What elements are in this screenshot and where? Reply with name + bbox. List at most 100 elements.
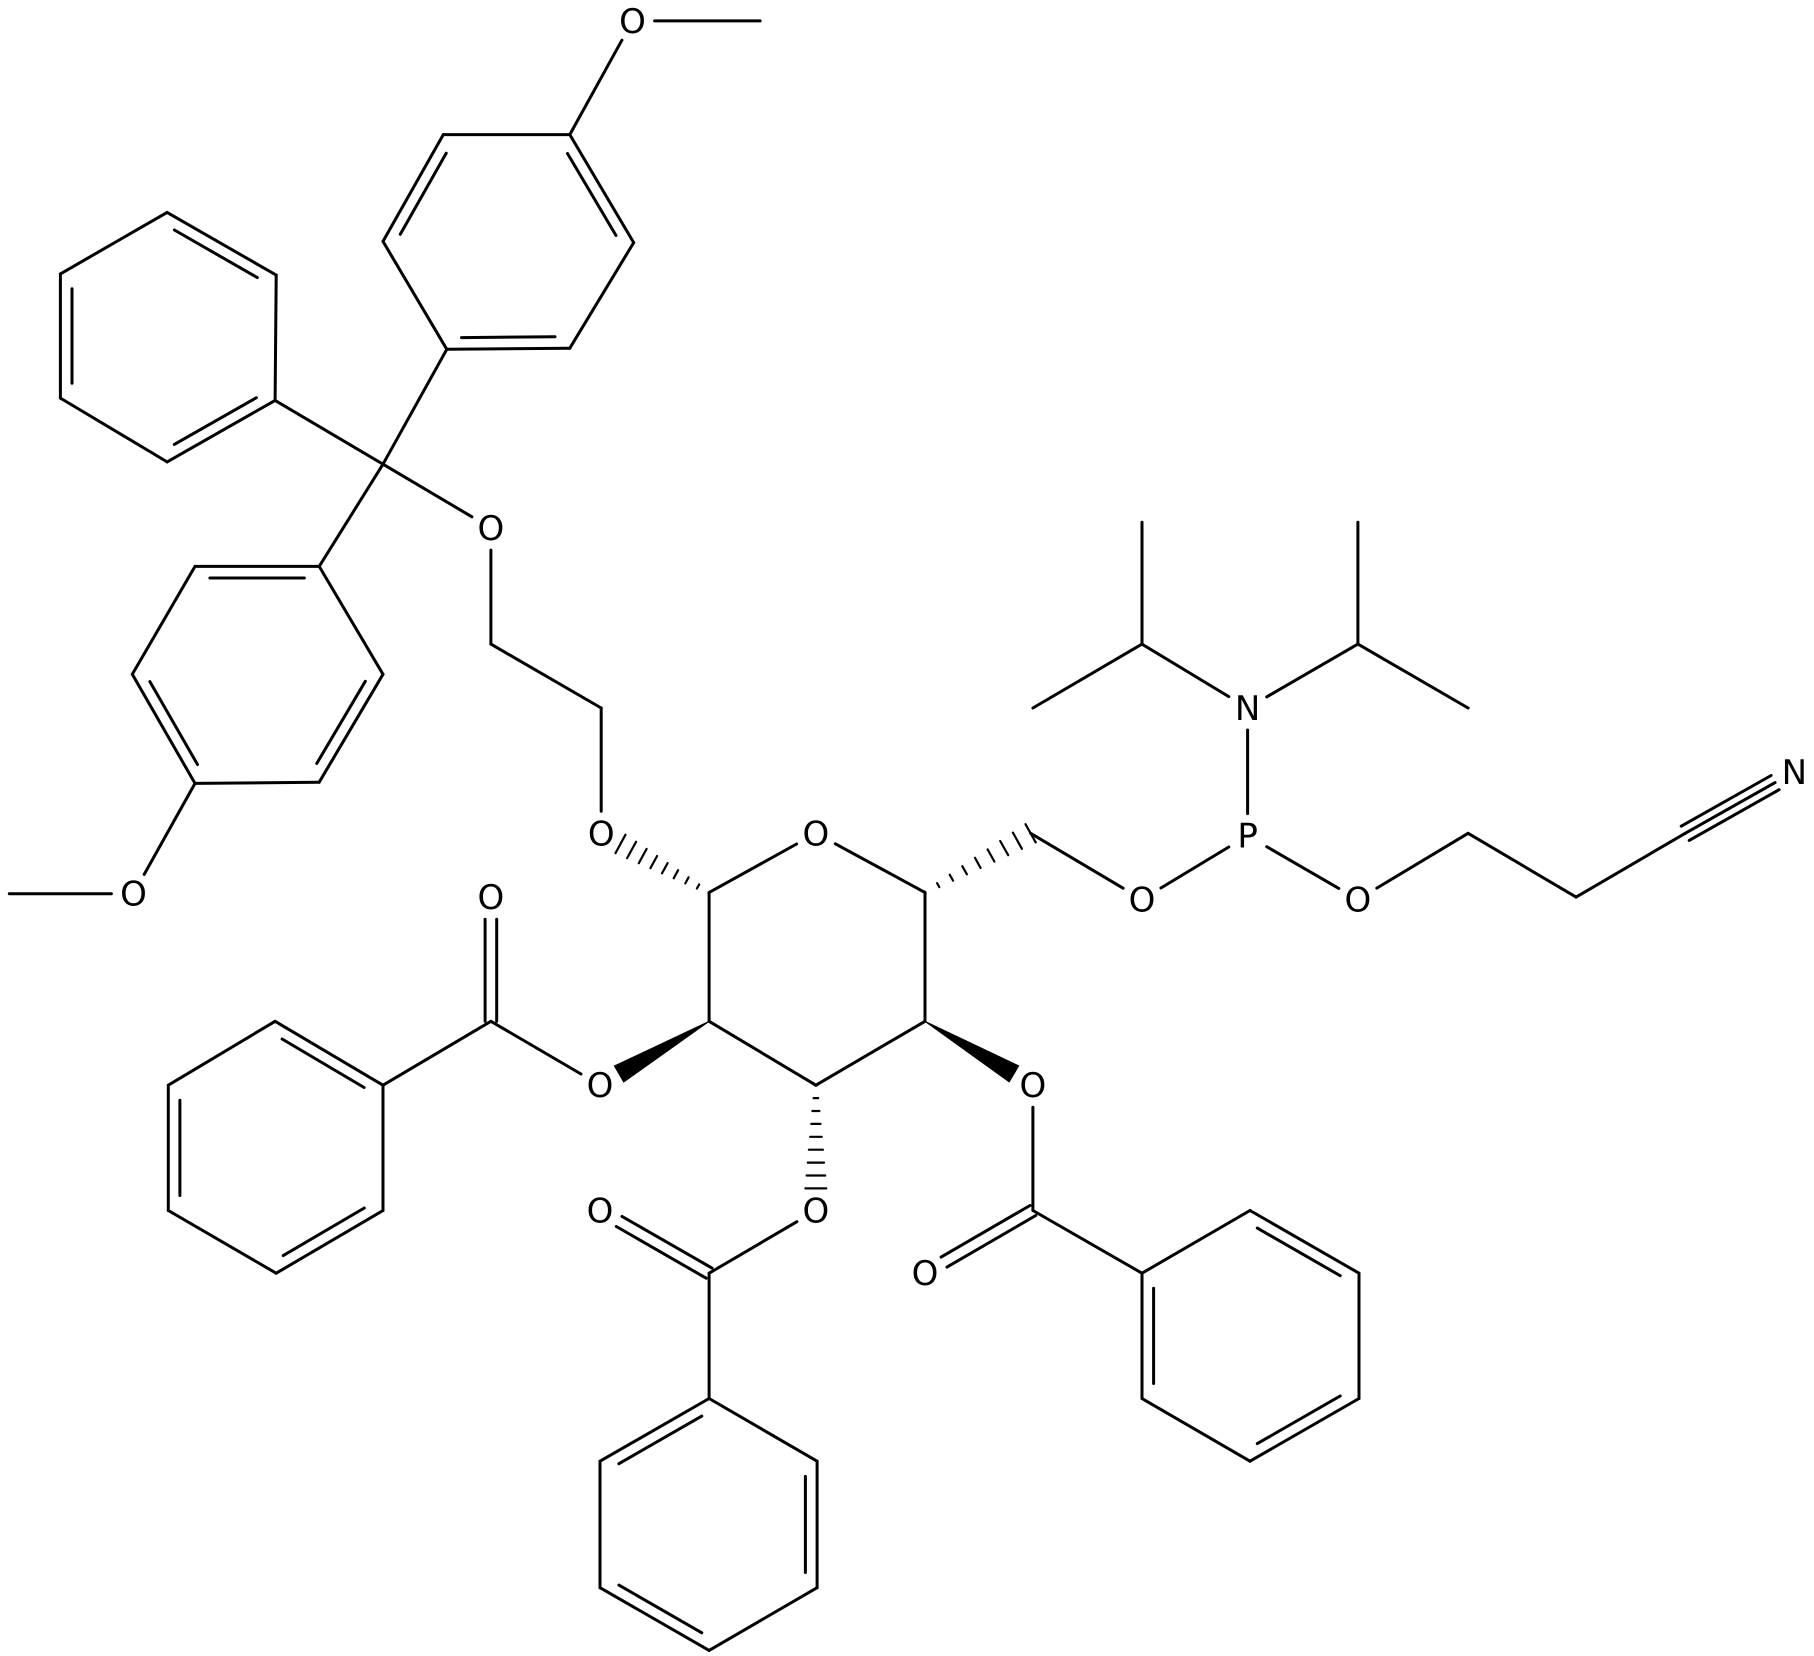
double-bond	[1248, 1209, 1361, 1275]
hashed-bond	[649, 854, 659, 870]
single-bond	[58, 396, 169, 464]
single-bond	[707, 1397, 819, 1463]
single-bond	[273, 398, 385, 466]
hashed-bond	[695, 883, 701, 890]
double-bond-inner	[280, 1037, 366, 1089]
carbonyl-bond	[945, 1214, 1038, 1269]
atom-label-o-bz2-carbonyl: O	[478, 878, 505, 918]
single-bond	[166, 1209, 278, 1275]
wedge-bond	[613, 1020, 710, 1083]
single-bond	[1140, 1209, 1252, 1275]
single-bond	[707, 1586, 819, 1652]
double-bond	[130, 672, 197, 785]
triple-bond	[1683, 781, 1777, 835]
single-bond	[1375, 831, 1470, 890]
double-bond	[568, 133, 636, 245]
double-bond	[598, 1586, 711, 1652]
single-bond	[142, 781, 197, 876]
single-bond	[381, 239, 449, 351]
atom-label-o-meo-bottom: O	[120, 875, 147, 915]
bond-layer	[7, 19, 1781, 1652]
atom-label-o-ring: O	[803, 814, 830, 854]
single-bond	[1356, 642, 1470, 710]
atom-label-o-bz3: O	[803, 1192, 830, 1232]
atom-label-o-c6: O	[1129, 881, 1156, 921]
hashed-bond	[999, 839, 1010, 857]
hashed-bond	[684, 876, 690, 885]
single-bond	[193, 780, 321, 785]
single-bond	[317, 462, 385, 568]
double-bond	[598, 1397, 711, 1463]
atom-label-o-bz4: O	[1020, 1066, 1047, 1106]
double-bond-inner	[1255, 1394, 1342, 1446]
single-bond	[489, 1019, 583, 1076]
double-bond-inner	[566, 152, 618, 237]
double-bond-inner	[281, 1206, 366, 1258]
hashed-bond	[625, 840, 638, 860]
double-bond	[445, 346, 572, 351]
double-bond	[274, 1209, 385, 1275]
single-bond	[58, 210, 169, 276]
single-bond	[568, 241, 636, 350]
double-bond	[1248, 1397, 1361, 1463]
hashed-bond	[986, 848, 996, 863]
double-bond-inner	[460, 335, 557, 340]
single-bond	[381, 347, 449, 466]
double-bond-inner	[1255, 1226, 1342, 1278]
carbonyl-bond	[939, 1204, 1032, 1259]
double-bond	[165, 210, 278, 277]
double-bond	[381, 133, 445, 243]
hashed-bond	[637, 847, 648, 865]
double-bond-inner	[617, 1414, 704, 1466]
double-bond-inner	[148, 680, 199, 766]
single-bond	[489, 642, 603, 710]
atom-label-o-bz3-carbonyl: O	[587, 1192, 614, 1232]
hashed-bond	[973, 856, 982, 870]
single-bond	[1031, 1209, 1144, 1275]
hashed-bond	[660, 861, 669, 875]
atom-label-n-amine: N	[1235, 689, 1260, 729]
single-bond	[381, 462, 474, 519]
hashed-bond	[1011, 831, 1024, 850]
atom-label-o-meo-top: O	[619, 2, 646, 42]
single-bond	[1265, 642, 1360, 699]
wedge-bond	[924, 1020, 1020, 1083]
hashed-bond	[948, 873, 955, 882]
atom-label-p-phosphorus: P	[1237, 817, 1258, 857]
atom-label-o-bz4-carbonyl: O	[912, 1254, 939, 1294]
single-bond	[1574, 831, 1687, 899]
double-bond-inner	[172, 228, 259, 280]
single-bond	[1031, 642, 1144, 710]
single-bond	[707, 1019, 818, 1087]
carbonyl-bond	[614, 1225, 708, 1280]
single-bond	[1265, 845, 1341, 890]
single-bond	[568, 38, 624, 137]
single-bond	[381, 1019, 493, 1087]
double-bond-inner	[398, 151, 448, 236]
double-bond	[317, 672, 385, 784]
double-bond	[165, 398, 277, 464]
single-bond	[1466, 831, 1578, 899]
single-bond	[1159, 845, 1231, 890]
atom-label-o-bz2: O	[587, 1066, 614, 1106]
carbonyl-bond	[620, 1214, 714, 1270]
hashed-bond	[707, 890, 711, 895]
atom-label-n-nitrile: N	[1782, 753, 1807, 793]
hashed-bond	[935, 881, 941, 889]
single-bond	[814, 1019, 927, 1087]
hashed-bond	[614, 833, 627, 855]
single-bond	[273, 273, 278, 402]
double-bond-inner	[172, 396, 258, 446]
hashed-bond	[923, 890, 927, 895]
double-bond-inner	[617, 1583, 704, 1635]
triple-bond	[1687, 788, 1781, 842]
triple-bond	[1679, 774, 1773, 828]
single-bond	[707, 1220, 799, 1275]
atom-label-o-glycoside: O	[588, 814, 615, 854]
single-bond	[317, 564, 385, 676]
hashed-bond	[672, 869, 680, 880]
double-bond	[273, 1019, 385, 1087]
single-bond	[166, 1019, 277, 1087]
